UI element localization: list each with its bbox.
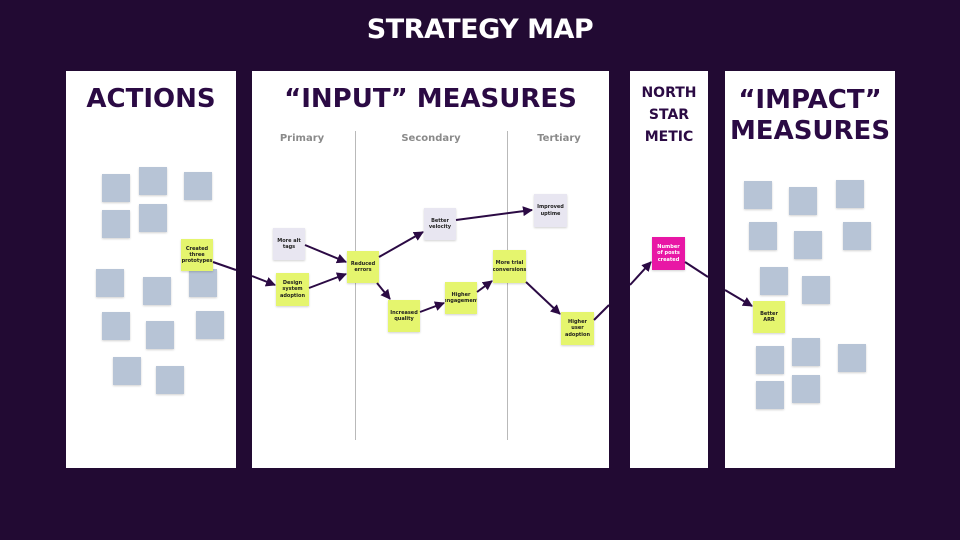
sticky-note[interactable] [749,222,777,250]
sticky-note[interactable] [184,172,212,200]
sticky-note[interactable] [792,338,820,366]
input-measures-panel: “INPUT” MEASURES [252,71,609,468]
sticky-note[interactable] [756,346,784,374]
north-star-line-2: STAR [648,107,690,123]
sticky-note[interactable] [792,375,820,403]
sticky-note[interactable] [760,267,788,295]
sticky-created-prototypes[interactable]: Created three prototypes [181,239,213,271]
sticky-note[interactable] [756,381,784,409]
sticky-higher-user-adoption[interactable]: Higher user adoption [561,312,594,345]
impact-heading-line-1: “IMPACT” [738,85,882,115]
sticky-note[interactable] [789,187,817,215]
sticky-higher-engagement[interactable]: Higher engagement [445,282,477,314]
sticky-note[interactable] [139,167,167,195]
actions-heading: ACTIONS [86,84,216,114]
sticky-note[interactable] [794,231,822,259]
sticky-note[interactable] [96,269,124,297]
sticky-better-arr[interactable]: Better ARR [753,301,785,333]
sticky-note[interactable] [196,311,224,339]
column-primary: Primary [279,133,325,144]
sticky-note[interactable] [113,357,141,385]
column-secondary: Secondary [401,133,461,144]
sticky-more-alt-tags[interactable]: More alt tags [273,228,305,260]
sticky-note[interactable] [102,174,130,202]
impact-measures-panel: “IMPACT” MEASURES [725,71,895,468]
sticky-note[interactable] [143,277,171,305]
sticky-note[interactable] [802,276,830,304]
sticky-note[interactable] [836,180,864,208]
sticky-reduced-errors[interactable]: Reduced errors [347,251,379,283]
impact-measures-heading: “IMPACT” MEASURES [725,85,895,147]
input-measures-heading: “INPUT” MEASURES [284,84,577,114]
north-star-line-1: NORTH [641,85,697,101]
sticky-note[interactable] [102,312,130,340]
sticky-better-velocity[interactable]: Better velocity [424,208,456,240]
column-divider-1 [355,131,356,440]
sticky-note[interactable] [189,269,217,297]
column-tertiary: Tertiary [537,133,581,144]
sticky-note[interactable] [156,366,184,394]
north-star-heading: NORTH STAR METIC [630,82,708,148]
sticky-note[interactable] [838,344,866,372]
sticky-note[interactable] [102,210,130,238]
impact-heading-line-2: MEASURES [729,116,891,146]
sticky-note[interactable] [744,181,772,209]
sticky-number-of-posts-created[interactable]: Number of posts created [652,237,685,270]
page-title: STRATEGY MAP [366,14,594,45]
sticky-increased-quality[interactable]: Increased quality [388,300,420,332]
column-divider-2 [507,131,508,440]
sticky-improved-uptime[interactable]: Improved uptime [534,194,567,227]
sticky-note[interactable] [139,204,167,232]
sticky-more-trial-conversions[interactable]: More trial conversions [493,250,526,283]
sticky-design-system-adoption[interactable]: Design system adoption [276,273,309,306]
sticky-note[interactable] [146,321,174,349]
north-star-line-3: METIC [644,129,694,145]
sticky-note[interactable] [843,222,871,250]
